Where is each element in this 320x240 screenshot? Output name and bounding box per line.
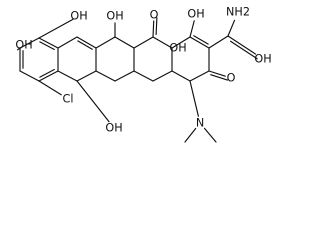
oh-label-9: OH (15, 39, 32, 52)
oh-label-11: OH (106, 10, 123, 23)
bond-o-3 (208, 70, 226, 77)
bond-oh-1 (189, 20, 195, 38)
ring-bond-16 (133, 36, 154, 49)
bond-amide-oh-double (229, 40, 258, 60)
bond-o-3-double (210, 74, 229, 81)
bonds (17, 17, 258, 143)
bond-o-12-double (155, 17, 158, 36)
ring-bond-25 (171, 70, 191, 82)
bond-n-methyl-1 (184, 127, 197, 143)
ring-bond-7 (76, 36, 97, 49)
tetracycline-structure: OH OH OH O OH OH NH2 OH O Cl OH N (15, 6, 272, 143)
ring-bond-10 (57, 70, 78, 82)
ring-bond-24 (189, 70, 210, 82)
ring-bond-21 (171, 36, 191, 49)
bond-oh-6 (76, 80, 110, 123)
ring-bond-11 (95, 36, 116, 49)
bond-amide-c (208, 35, 229, 49)
bond-cl-7 (38, 80, 62, 96)
ring-bond-22 (189, 36, 210, 49)
ring-bond-2 (38, 70, 59, 82)
ring-bond-5 (19, 37, 40, 49)
ring-bond-17 (152, 36, 173, 49)
o-label-12: O (150, 9, 159, 22)
ring-bond-0 (38, 37, 59, 49)
ring-bond-6 (57, 36, 78, 49)
aromatic-inner-bond (39, 41, 55, 51)
bond-oh-10 (38, 18, 74, 39)
double-bond-b (77, 40, 93, 50)
ring-bond-12 (114, 36, 135, 49)
o-label-3: O (227, 72, 236, 85)
ring-bond-20 (133, 70, 154, 82)
ring-bond-15 (95, 70, 116, 82)
nh2-label: NH2 (226, 6, 250, 19)
atom-labels: OH OH OH O OH OH NH2 OH O Cl OH N (15, 6, 271, 135)
ring-bond-9 (76, 70, 97, 82)
cl-label-7: Cl (63, 93, 74, 106)
oh-label-6: OH (105, 122, 122, 135)
aromatic-inner-bond (39, 68, 55, 78)
oh-label-10: OH (70, 10, 87, 23)
bond-amide-n (227, 19, 236, 37)
oh-label-1: OH (187, 8, 204, 21)
bond-amide-oh (227, 35, 257, 55)
amide-oh-label: OH (254, 53, 271, 66)
bond-o-12 (152, 20, 155, 38)
n-label-dimethyl: N (196, 117, 204, 130)
bond-oh-9 (17, 47, 21, 51)
bond-n (189, 80, 199, 117)
bond-n-methyl-2 (203, 127, 217, 143)
ring-bond-14 (114, 70, 135, 82)
oh-label-12a: OH (169, 42, 186, 55)
ring-bond-3 (19, 70, 40, 82)
ring-bond-19 (152, 70, 173, 82)
double-bond-e (193, 35, 209, 45)
